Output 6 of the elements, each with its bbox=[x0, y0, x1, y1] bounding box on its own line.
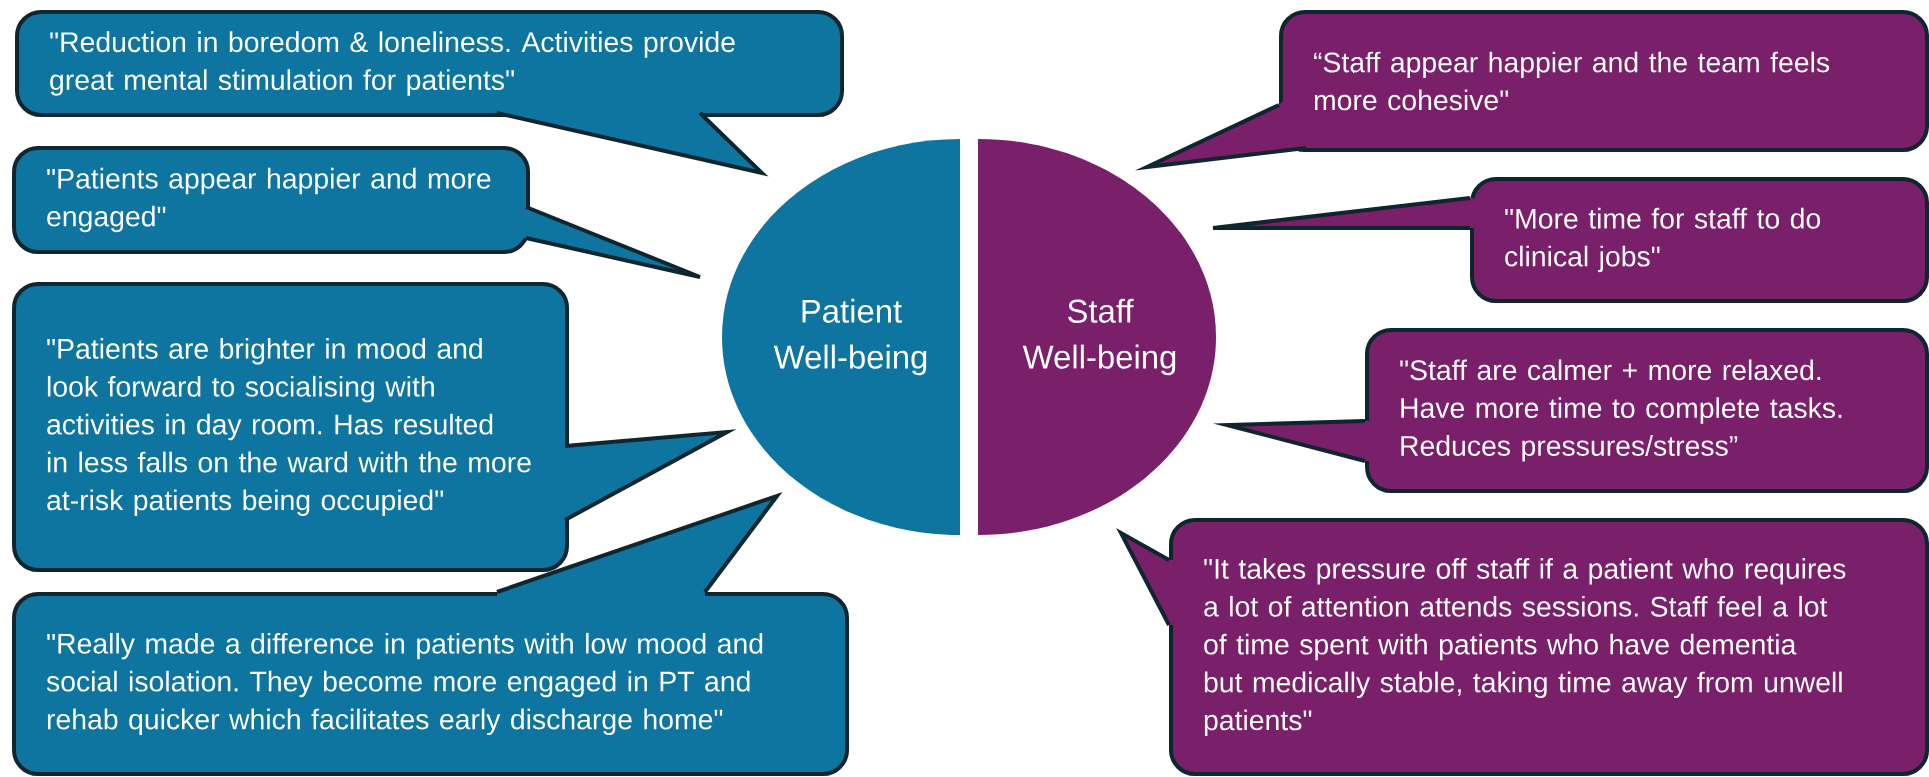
speech-bubble: "Patients appear happier and more engaged" bbox=[12, 146, 702, 279]
speech-bubble: “Staff appear happier and the team feels more cohesive" bbox=[1134, 10, 1929, 171]
node-label: "Really made a difference in patients with low mood and social isolation. They become more engaged in PT and rehab quicker which facilitates early discharge home" bbox=[46, 632, 763, 736]
speech-bubble: "It takes pressure off staff if a patient who requires a lot of attention attends sessions. Staff feel a lot of time spent with patients who have dementia but medically stable, taking time away from unwell patients" bbox=[1116, 518, 1929, 776]
speech-bubble: "More time for staff to do clinical jobs" bbox=[1211, 177, 1929, 303]
speech-bubble: "Patients are brighter in mood and look forward to socialising with activities in day room. Has resulted in less falls on the ward with the more at-risk patients being occupied" bbox=[12, 282, 737, 572]
